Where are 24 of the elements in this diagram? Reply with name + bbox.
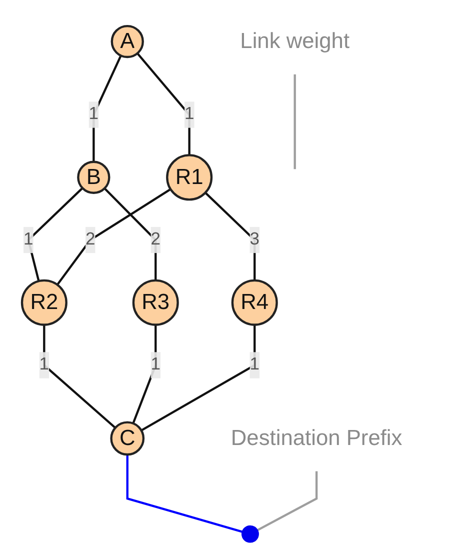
- node-text: Link weight: [240, 30, 350, 54]
- edge-label: 2: [150, 230, 160, 249]
- node-circle: C: [110, 421, 145, 456]
- link-line: [126, 454, 243, 533]
- edge-label: 2: [85, 230, 96, 249]
- edge-label: 1: [184, 104, 194, 124]
- edge-label: 1: [24, 230, 34, 249]
- link-line: [56, 188, 172, 286]
- leader-line: [294, 74, 296, 170]
- node-circle: R1: [166, 154, 213, 201]
- node-text: Destination Prefix: [230, 426, 402, 450]
- node-circle: A: [110, 24, 144, 58]
- edge-label: 3: [250, 230, 260, 249]
- node-circle: R3: [132, 279, 179, 326]
- edge-label: 1: [250, 355, 260, 374]
- node-circle: B: [77, 160, 110, 194]
- node-circle: R4: [231, 279, 278, 326]
- edge-label: 1: [150, 355, 160, 374]
- link-line: [140, 324, 256, 432]
- edge-label: 1: [39, 355, 50, 374]
- edge-label: 1: [88, 104, 99, 124]
- node-circle: [241, 525, 259, 543]
- node-circle: R2: [20, 279, 68, 326]
- link-line: [256, 471, 318, 532]
